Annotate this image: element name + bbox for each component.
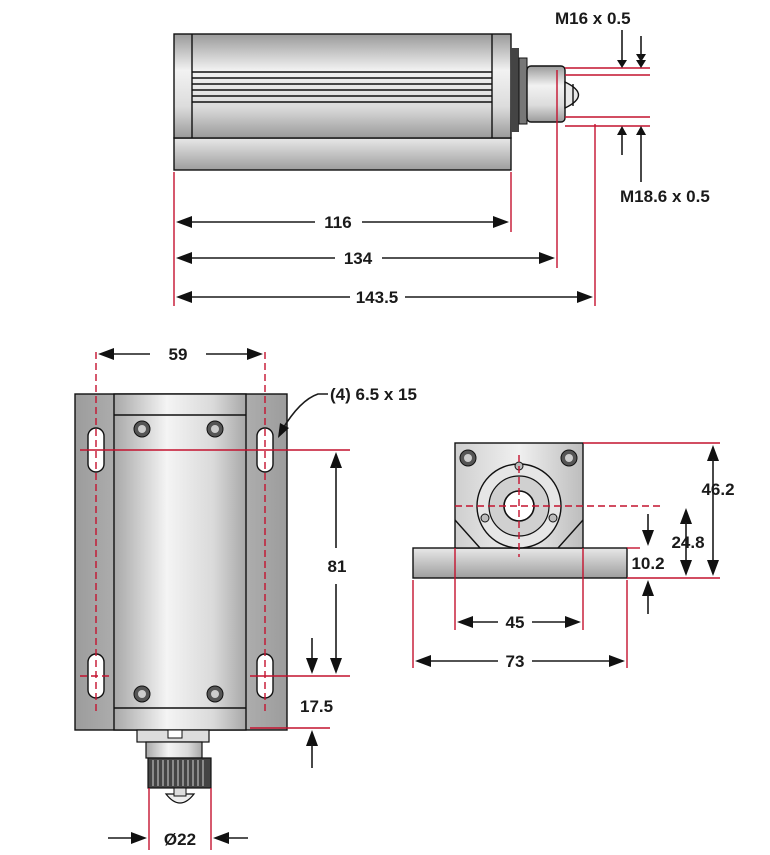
dim-10-2: 10.2 — [631, 554, 664, 573]
dim-134: 134 — [344, 249, 373, 268]
connector — [526, 65, 566, 123]
end-cap — [511, 48, 519, 132]
end-view: 46.2 24.8 10.2 45 73 — [412, 442, 735, 671]
thread-bottom-label: M18.6 x 0.5 — [620, 187, 710, 206]
screw-icons — [133, 420, 224, 703]
slot-callout: (4) 6.5 x 15 — [330, 385, 417, 404]
dim-45: 45 — [506, 613, 525, 632]
dim-116: 116 — [324, 213, 351, 232]
dim-17-5: 17.5 — [300, 697, 333, 716]
dim-73: 73 — [506, 652, 525, 671]
end-base-plate — [412, 547, 628, 579]
base-plate — [173, 137, 512, 171]
cylinder-body — [173, 33, 512, 139]
cylinder-top — [113, 393, 247, 731]
dim-81: 81 — [328, 557, 347, 576]
side-view: M16 x 0.5 M18.6 x 0.5 116 134 143.5 — [173, 9, 710, 307]
dim-24-8: 24.8 — [671, 533, 704, 552]
top-view: 59 (4) 6.5 x 15 81 17.5 Ø22 — [74, 345, 417, 850]
dim-59: 59 — [169, 345, 188, 364]
connector-tip — [564, 80, 580, 110]
dim-diameter: Ø22 — [164, 830, 196, 849]
cooling-fins — [192, 71, 492, 103]
dim-143-5: 143.5 — [356, 288, 399, 307]
thread-top-label: M16 x 0.5 — [555, 9, 631, 28]
dim-46-2: 46.2 — [701, 480, 734, 499]
